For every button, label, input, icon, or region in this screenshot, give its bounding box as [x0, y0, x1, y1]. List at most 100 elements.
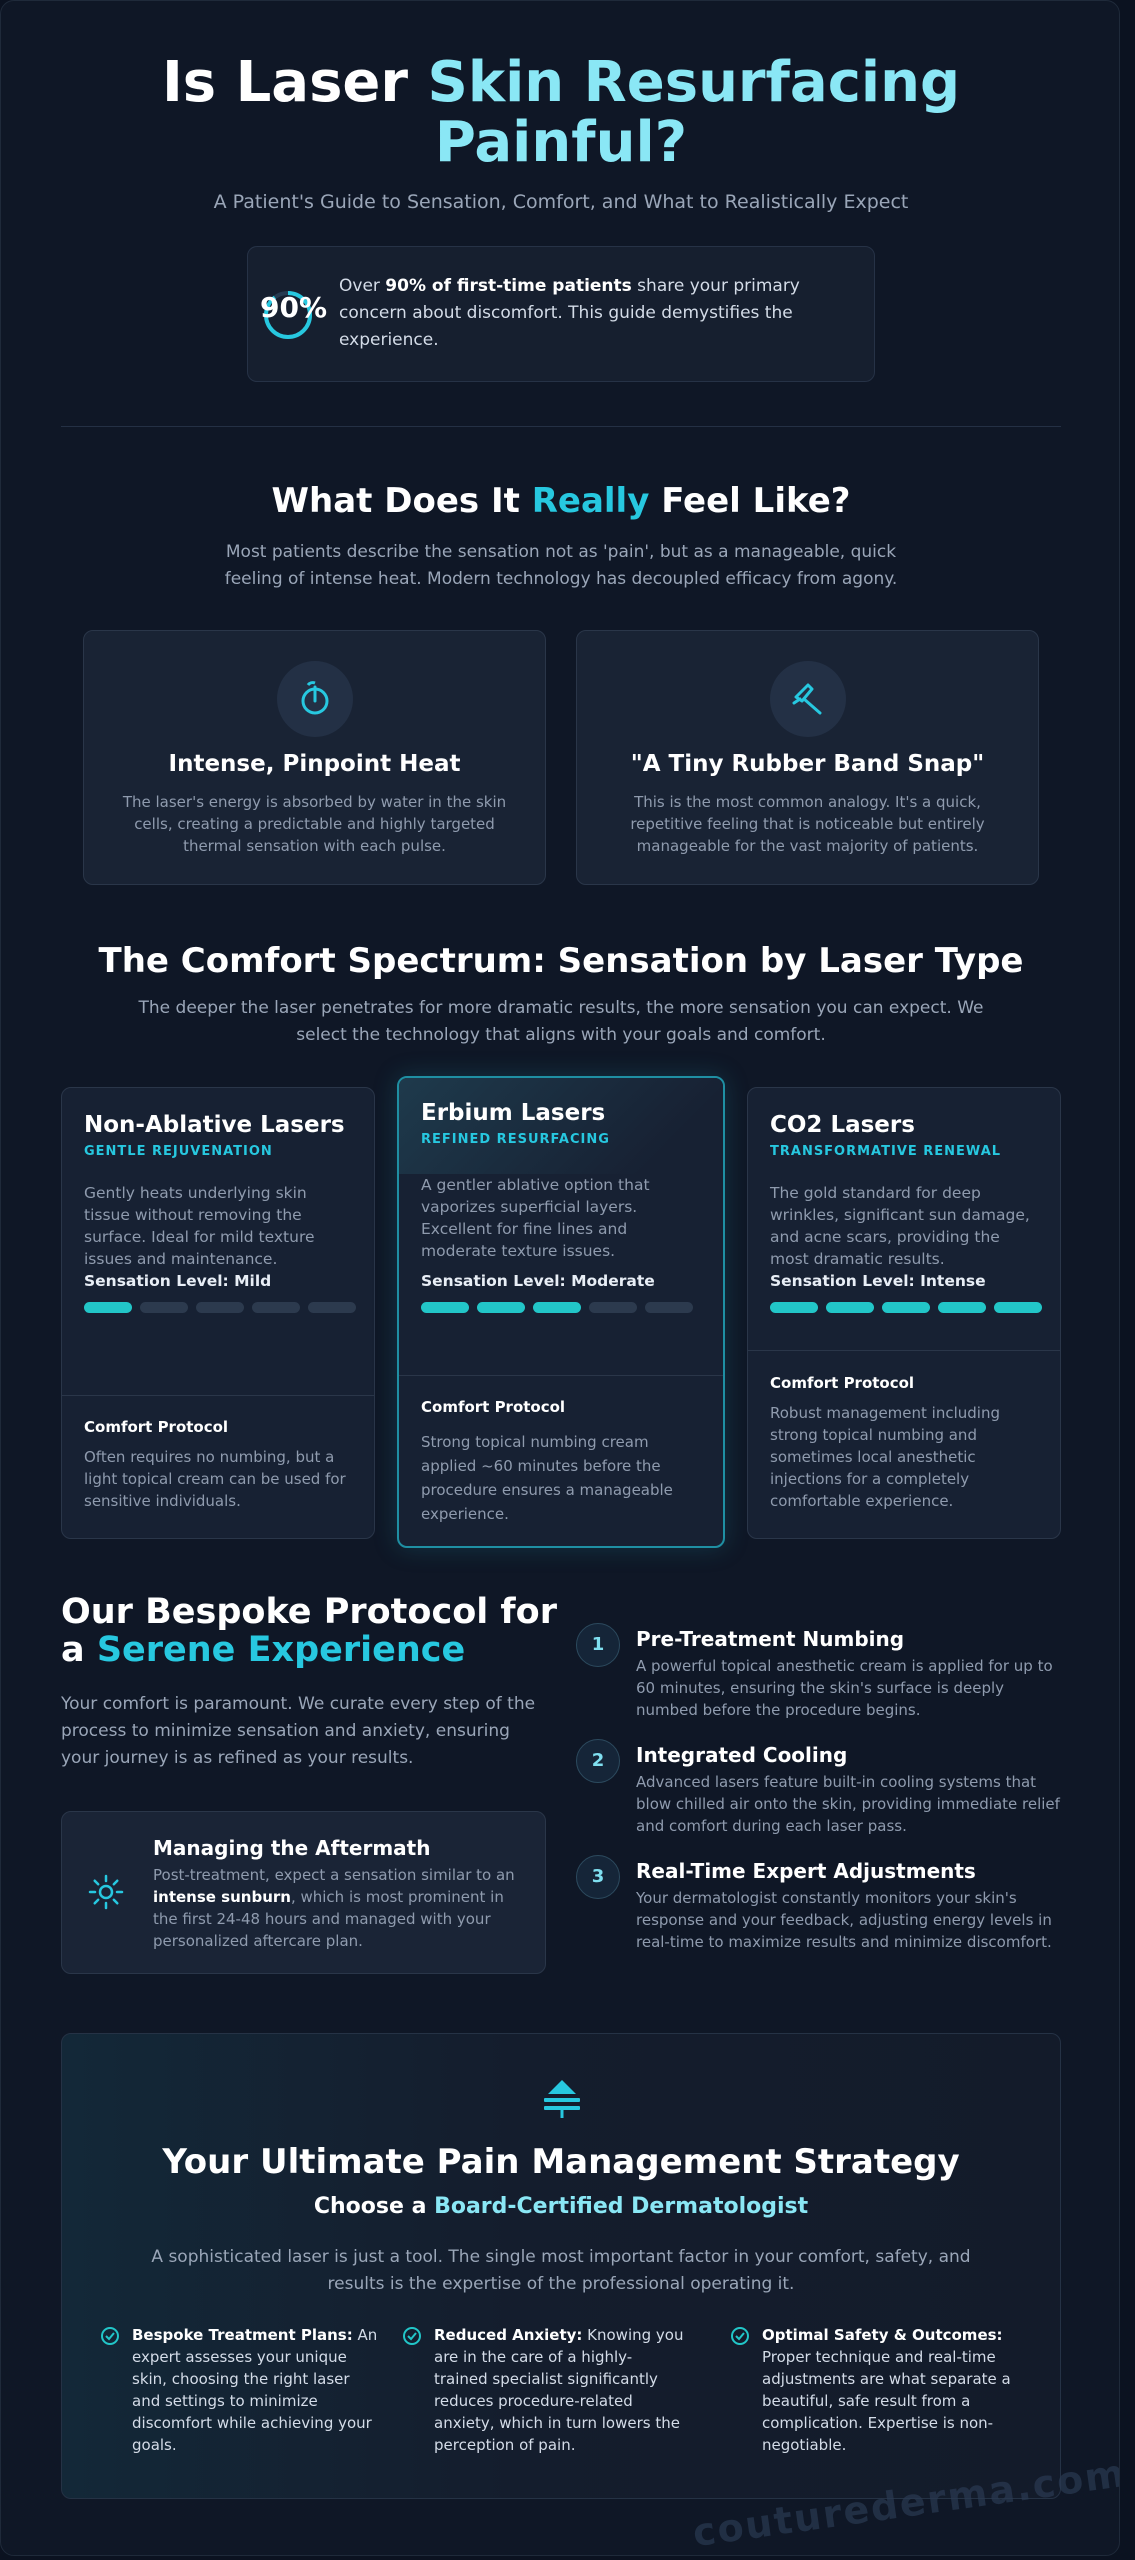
check-circle-icon: [101, 2327, 119, 2345]
section-description-spectrum: The deeper the laser penetrates for more…: [138, 998, 984, 1045]
aftermath-title: Managing the Aftermath: [153, 1836, 431, 1860]
laser-name: Non-Ablative Lasers: [84, 1112, 345, 1138]
title-part: What Does It: [271, 481, 532, 521]
aftermath-text-prefix: Post-treatment, expect a sensation simil…: [153, 1866, 515, 1884]
benefit-title: Reduced Anxiety:: [434, 2326, 583, 2344]
step-number: 2: [576, 1739, 620, 1783]
divider: [748, 1350, 1060, 1351]
benefit-body: An expert assesses your unique skin, cho…: [132, 2326, 378, 2454]
section-title-protocol: Our Bespoke Protocol for a Serene Experi…: [61, 1593, 581, 1669]
benefit-text: Optimal Safety & Outcomes: Proper techni…: [762, 2324, 1022, 2456]
aftermath-callout: Managing the Aftermath Post-treatment, e…: [61, 1811, 546, 1974]
feel-card-snap: "A Tiny Rubber Band Snap" This is the mo…: [576, 630, 1039, 885]
feel-card-title: "A Tiny Rubber Band Snap": [630, 751, 985, 777]
divider: [399, 1375, 723, 1376]
check-circle-icon: [403, 2327, 421, 2345]
sensation-bar-segment: [770, 1302, 818, 1313]
section-description-protocol: Your comfort is paramount. We curate eve…: [61, 1694, 536, 1768]
divider: [61, 426, 1061, 427]
sensation-bar-segment: [938, 1302, 986, 1313]
subtitle-part: Choose a: [313, 2194, 435, 2219]
benefit-text: Bespoke Treatment Plans: An expert asses…: [132, 2324, 382, 2456]
step-text: Advanced lasers feature built-in cooling…: [636, 1773, 1060, 1835]
stat-text-bold: 90% of first-time patients: [385, 276, 632, 296]
aftermath-text-bold: intense sunburn: [153, 1888, 291, 1906]
strategy-description: A sophisticated laser is just a tool. Th…: [151, 2247, 971, 2294]
laser-description: Gently heats underlying skin tissue with…: [84, 1184, 315, 1268]
sensation-bar-segment: [84, 1302, 132, 1313]
thermometer-icon: [301, 681, 328, 715]
page-subtitle: A Patient's Guide to Sensation, Comfort,…: [213, 191, 909, 213]
section-title-spectrum: The Comfort Spectrum: Sensation by Laser…: [98, 941, 1024, 981]
step-text: Your dermatologist constantly monitors y…: [636, 1889, 1052, 1951]
title-accent: Skin Resurfacing: [427, 50, 961, 115]
sensation-bar-segment: [252, 1302, 300, 1313]
comfort-protocol-title: Comfort Protocol: [84, 1418, 229, 1436]
sun-icon: [88, 1874, 124, 1910]
stat-callout: 90% Over 90% of first-time patients shar…: [247, 246, 875, 382]
laser-description: The gold standard for deep wrinkles, sig…: [770, 1184, 1030, 1268]
stat-text-suffix: share your primary concern about discomf…: [339, 276, 800, 350]
laser-tag: REFINED RESURFACING: [421, 1132, 610, 1147]
title-part: Is Laser: [161, 50, 428, 115]
icon-circle: [769, 661, 846, 737]
sensation-bar-segment: [826, 1302, 874, 1313]
section-description-feel: Most patients describe the sensation not…: [224, 542, 898, 589]
benefit-title: Optimal Safety & Outcomes:: [762, 2326, 1003, 2344]
laser-name: Erbium Lasers: [421, 1100, 606, 1126]
comfort-protocol-title: Comfort Protocol: [421, 1398, 566, 1416]
rubber-band-icon: [792, 683, 821, 715]
benefit-body: Proper technique and real-time adjustmen…: [762, 2348, 1011, 2454]
laser-name: CO2 Lasers: [770, 1112, 915, 1138]
aftermath-text: Post-treatment, expect a sensation simil…: [153, 1864, 523, 1952]
sensation-bar-segment: [421, 1302, 469, 1313]
laser-card-co2: CO2 Lasers TRANSFORMATIVE RENEWAL The go…: [747, 1087, 1061, 1539]
sensation-bar-segment: [196, 1302, 244, 1313]
lamp-icon: [544, 2080, 580, 2118]
laser-card-erbium: Erbium Lasers REFINED RESURFACING A gent…: [397, 1076, 725, 1548]
sensation-bar-segment: [882, 1302, 930, 1313]
sensation-level-label: Sensation Level: Intense: [770, 1272, 986, 1290]
sensation-level-label: Sensation Level: Mild: [84, 1272, 272, 1290]
strategy-subtitle: Choose a Board-Certified Dermatologist: [62, 2194, 1060, 2219]
sensation-bar-segment: [140, 1302, 188, 1313]
sensation-bar-segment: [645, 1302, 693, 1313]
card-header-background: [399, 1078, 723, 1174]
step-number: 3: [576, 1855, 620, 1899]
step-title: Pre-Treatment Numbing: [636, 1627, 905, 1651]
feel-card-text: This is the most common analogy. It's a …: [630, 793, 985, 855]
sensation-bar-segment: [477, 1302, 525, 1313]
stat-text-prefix: Over: [339, 276, 386, 296]
step-text: A powerful topical anesthetic cream is a…: [636, 1657, 1053, 1719]
sensation-level-label: Sensation Level: Moderate: [421, 1272, 655, 1290]
sensation-bar-segment: [589, 1302, 637, 1313]
title-accent: Serene Experience: [96, 1630, 466, 1670]
benefit-title: Bespoke Treatment Plans:: [132, 2326, 353, 2344]
sensation-bar-segment: [533, 1302, 581, 1313]
step-number: 1: [576, 1623, 620, 1667]
progress-ring-icon: [264, 291, 312, 339]
subtitle-accent: Board-Certified Dermatologist: [434, 2194, 809, 2219]
section-title-feel: What Does It Really Feel Like?: [61, 481, 1061, 521]
divider: [62, 1395, 374, 1396]
feel-card-heat: Intense, Pinpoint Heat The laser's energ…: [83, 630, 546, 885]
title-part: Feel Like?: [649, 481, 851, 521]
title-part: Painful?: [434, 110, 688, 175]
laser-card-non-ablative: Non-Ablative Lasers GENTLE REJUVENATION …: [61, 1087, 375, 1539]
icon-circle: [276, 661, 353, 737]
sensation-bar-segment: [308, 1302, 356, 1313]
step-title: Integrated Cooling: [636, 1743, 848, 1767]
check-circle-icon: [731, 2327, 749, 2345]
feel-card-text: The laser's energy is absorbed by water …: [122, 793, 507, 855]
comfort-protocol-title: Comfort Protocol: [770, 1374, 915, 1392]
aftermath-text-suffix: , which is most prominent in the first 2…: [153, 1888, 504, 1950]
feel-card-title: Intense, Pinpoint Heat: [168, 751, 461, 777]
comfort-protocol-text: Robust management including strong topic…: [770, 1404, 1000, 1510]
title-part: Our Bespoke Protocol for a: [61, 1592, 557, 1670]
benefit-body: Knowing you are in the care of a highly-…: [434, 2326, 684, 2454]
comfort-protocol-text: Often requires no numbing, but a light t…: [84, 1448, 346, 1510]
step-title: Real-Time Expert Adjustments: [636, 1859, 976, 1883]
comfort-protocol-text: Strong topical numbing cream applied ~60…: [421, 1433, 673, 1523]
strategy-panel: Your Ultimate Pain Management Strategy C…: [61, 2033, 1061, 2499]
